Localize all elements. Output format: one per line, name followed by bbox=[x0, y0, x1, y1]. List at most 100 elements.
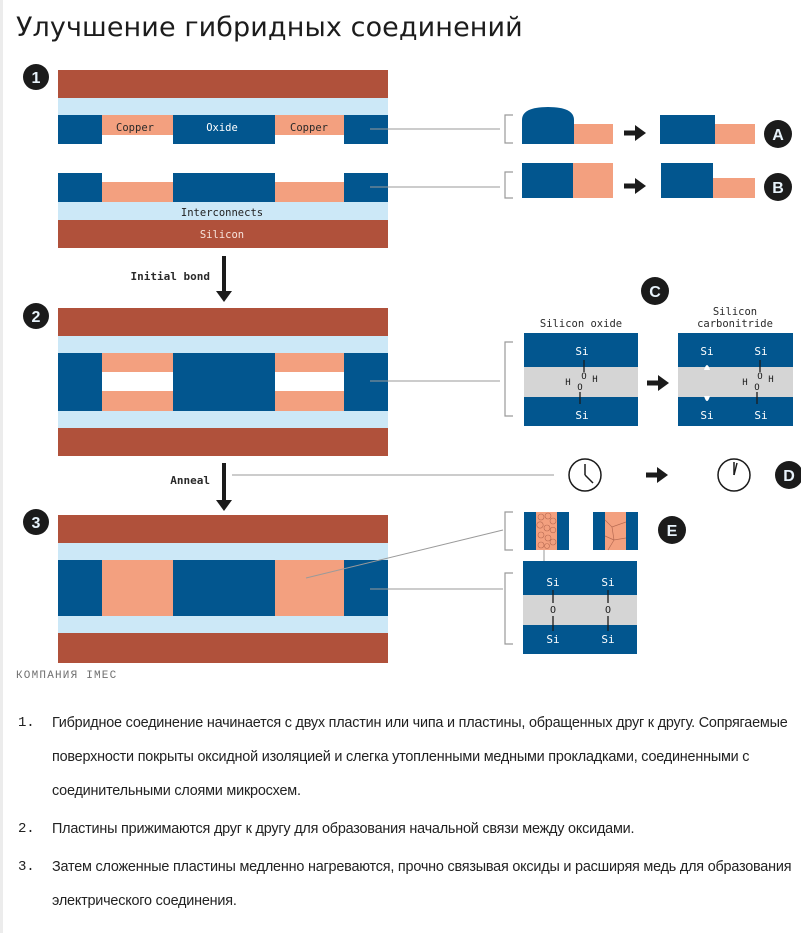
detail-final-bond: Si Si Si Si O O bbox=[504, 561, 637, 654]
bottom-interconnect-layer bbox=[58, 202, 388, 220]
si-label: Si bbox=[546, 633, 559, 646]
bond-gap bbox=[678, 367, 793, 397]
initial-bond-label: Initial bond bbox=[131, 270, 210, 283]
svg-text:2: 2 bbox=[32, 309, 41, 326]
silicon-oxide-title: Silicon oxide bbox=[540, 318, 622, 330]
oxide-block bbox=[344, 353, 388, 411]
clock-icon bbox=[717, 458, 751, 492]
bottom-silicon-layer bbox=[58, 633, 388, 663]
oxide-block bbox=[173, 560, 275, 616]
h-atom: H bbox=[742, 378, 747, 388]
clock-icon bbox=[568, 458, 602, 492]
dangling-bond bbox=[704, 365, 710, 370]
oxide-label: Oxide bbox=[206, 122, 238, 134]
copper-pad bbox=[102, 115, 173, 135]
bond-gap bbox=[524, 367, 638, 397]
step-badge-1: 1 bbox=[23, 64, 49, 90]
list-item: 1. Гибридное соединение начинается с дву… bbox=[16, 706, 796, 808]
copper-pad bbox=[102, 182, 173, 202]
o-atom: O bbox=[581, 372, 586, 382]
oxide-layer bbox=[523, 625, 637, 654]
top-interconnect-layer bbox=[58, 336, 388, 353]
right-arrow-icon bbox=[624, 178, 646, 194]
detail-c: C Silicon oxide Si Si O H H O Silicon ca… bbox=[504, 277, 793, 426]
oxide-block bbox=[58, 353, 102, 411]
page-title: Улучшение гибридных соединений bbox=[16, 12, 523, 44]
o-atom: O bbox=[754, 383, 759, 393]
badge-a: A bbox=[772, 127, 784, 144]
list-text: Пластины прижимаются друг к другу для об… bbox=[52, 821, 635, 837]
step-badge-2: 2 bbox=[23, 303, 49, 329]
interconnects-label: Interconnects bbox=[181, 207, 263, 219]
steps-list: 1. Гибридное соединение начинается с дву… bbox=[16, 706, 796, 918]
right-arrow-icon bbox=[624, 125, 646, 141]
bond-layer bbox=[523, 595, 637, 625]
carbonitride-layer bbox=[678, 397, 793, 426]
si-label: Si bbox=[575, 409, 588, 422]
detail-a: A bbox=[504, 107, 792, 148]
copper-pad bbox=[275, 182, 344, 202]
oxide-block bbox=[58, 173, 102, 202]
si-label: Si bbox=[575, 345, 588, 358]
copper-pad bbox=[102, 353, 173, 372]
h-atom: H bbox=[565, 378, 570, 388]
anneal-label: Anneal bbox=[170, 474, 210, 487]
right-arrow-icon bbox=[646, 467, 668, 483]
copper-label: Copper bbox=[290, 122, 328, 134]
o-atom: O bbox=[605, 605, 611, 616]
bracket bbox=[504, 114, 513, 144]
detail-b: B bbox=[504, 163, 792, 201]
bottom-silicon-layer bbox=[58, 428, 388, 456]
bottom-interconnect-layer bbox=[58, 616, 388, 633]
silicon-label: Silicon bbox=[200, 229, 244, 241]
image-credit: КОМПАНИЯ IMEC bbox=[16, 670, 118, 682]
oxide-block bbox=[173, 115, 275, 144]
badge-c: C bbox=[649, 284, 661, 301]
si-label: Si bbox=[754, 345, 767, 358]
top-silicon-layer bbox=[58, 515, 388, 543]
leader-line-e bbox=[305, 529, 504, 579]
top-silicon-layer bbox=[58, 308, 388, 336]
bottom-silicon-layer bbox=[58, 220, 388, 248]
si-label: Si bbox=[601, 576, 614, 589]
step-badge-3: 3 bbox=[23, 509, 49, 535]
list-number: 3. bbox=[18, 859, 35, 875]
oxide-block bbox=[344, 560, 388, 616]
oxide-layer bbox=[524, 333, 638, 367]
oxide-block bbox=[173, 353, 275, 411]
oxide-block bbox=[660, 115, 715, 144]
oxide-layer bbox=[524, 397, 638, 426]
carbonitride-layer bbox=[678, 333, 793, 367]
copper-pad bbox=[102, 560, 173, 616]
o-atom: O bbox=[577, 383, 582, 393]
bracket bbox=[504, 511, 513, 551]
bottom-interconnect-layer bbox=[58, 411, 388, 428]
oxide-block bbox=[522, 163, 573, 198]
badge-d: D bbox=[783, 468, 795, 485]
o-atom: O bbox=[550, 605, 556, 616]
detail-e: E bbox=[504, 511, 686, 566]
list-item: 3. Затем сложенные пластины медленно наг… bbox=[16, 850, 796, 918]
copper-pad bbox=[715, 124, 755, 144]
oxide-block bbox=[58, 115, 102, 144]
silicon-carbonitride-title: Silicon bbox=[713, 306, 757, 318]
detail-d: D bbox=[568, 458, 801, 492]
copper-pad bbox=[275, 353, 344, 372]
si-label: Si bbox=[754, 409, 767, 422]
oxide-block bbox=[173, 173, 275, 202]
copper-pad bbox=[574, 124, 613, 144]
oxide-block bbox=[58, 560, 102, 616]
copper-pad bbox=[275, 115, 344, 135]
bracket bbox=[504, 572, 513, 645]
step-2-stack bbox=[58, 308, 388, 456]
list-text: Затем сложенные пластины медленно нагрев… bbox=[52, 859, 792, 909]
list-number: 1. bbox=[18, 715, 35, 731]
copper-pad bbox=[275, 560, 344, 616]
page-left-border bbox=[0, 0, 3, 933]
silicon-carbonitride-title: carbonitride bbox=[697, 318, 773, 330]
svg-text:1: 1 bbox=[32, 70, 41, 87]
hybrid-bonding-diagram: Copper Oxide Copper Interconnects Silico… bbox=[23, 64, 801, 663]
copper-pad bbox=[102, 391, 173, 411]
copper-pad bbox=[275, 391, 344, 411]
step-1-stack: Copper Oxide Copper Interconnects Silico… bbox=[58, 70, 388, 248]
